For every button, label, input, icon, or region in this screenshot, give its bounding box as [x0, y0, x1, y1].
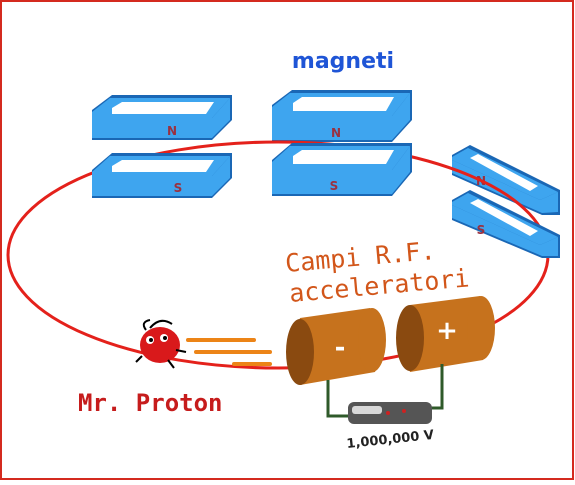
- magnet-south-right: S: [452, 190, 560, 258]
- magnet-north-left: N: [92, 95, 232, 140]
- proton-mascot: [135, 319, 187, 369]
- magneti-label: magneti: [292, 49, 394, 74]
- magnet-pair-left: N: [92, 95, 232, 140]
- magnet-pair-right: N: [452, 145, 560, 215]
- magnet-north-right: N: [452, 145, 560, 215]
- north-pole-label: N: [167, 124, 177, 138]
- north-pole-label: N: [331, 126, 341, 140]
- rf-cavity-negative: -: [286, 308, 386, 385]
- south-pole-label: S: [174, 181, 183, 195]
- magnet-south-center: S: [272, 143, 412, 196]
- rf-cavity-positive: +: [396, 296, 495, 372]
- magnet-south-left: S: [92, 153, 232, 198]
- cavity-negative-sign: -: [335, 333, 346, 363]
- circuit-wires: [326, 364, 444, 418]
- cavity-positive-sign: +: [436, 316, 458, 346]
- south-pole-label: S: [477, 223, 486, 237]
- voltage-label: 1,000,000 V: [346, 428, 435, 452]
- battery-icon: [348, 402, 432, 424]
- magnet-north-center: N: [272, 90, 412, 142]
- speed-lines: [186, 338, 272, 366]
- proton-label: Mr. Proton: [78, 389, 223, 417]
- south-pole-label: S: [330, 179, 339, 193]
- magnet-pair-center: N: [272, 90, 412, 142]
